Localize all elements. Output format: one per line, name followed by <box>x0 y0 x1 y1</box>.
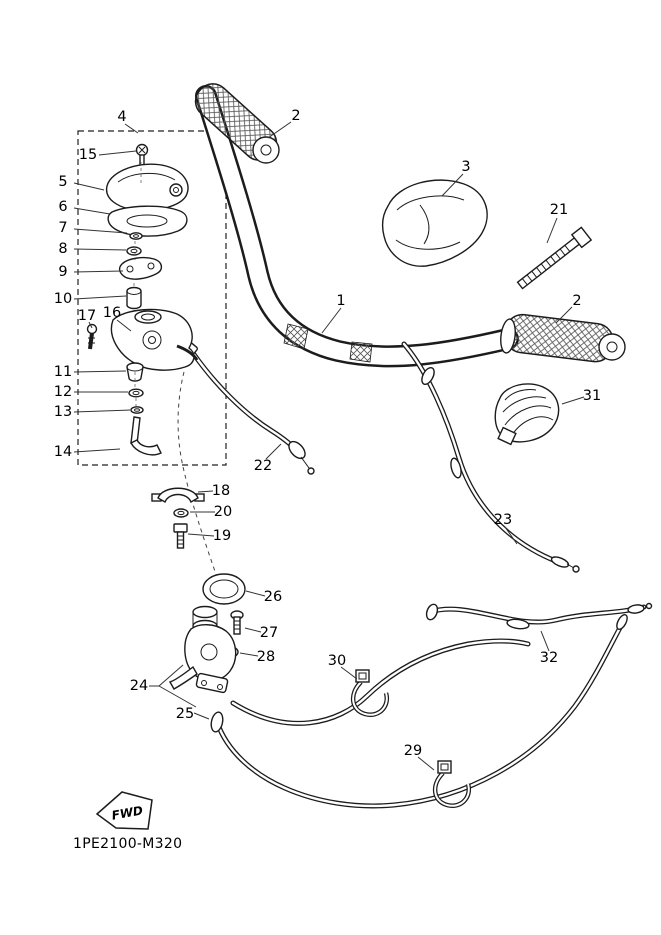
cable-23 <box>401 341 580 573</box>
part-label-28: 28 <box>256 649 276 665</box>
part-label-13: 13 <box>53 404 73 420</box>
part-label-15: 15 <box>78 147 98 163</box>
part-label-18: 18 <box>211 483 231 499</box>
cable-lower-short <box>230 638 531 726</box>
diagram-code: 1PE2100-M320 <box>73 836 183 852</box>
grip-right <box>500 313 626 363</box>
cable-end-25 <box>210 711 224 733</box>
leader-lines <box>73 121 585 771</box>
part-label-11: 11 <box>53 364 73 380</box>
clamp-30 <box>351 669 390 718</box>
part-label-4: 4 <box>117 109 127 125</box>
part-label-26: 26 <box>263 589 283 605</box>
fwd-arrow-icon: FWD <box>95 791 153 830</box>
cap-26 <box>202 573 246 605</box>
part-label-8: 8 <box>58 241 68 257</box>
grip-left <box>194 83 280 164</box>
assembly-dash-line <box>177 371 219 581</box>
cable-lower-long <box>214 613 628 809</box>
part-label-20: 20 <box>213 504 233 520</box>
bolt-27 <box>230 610 244 635</box>
handlebar <box>195 85 519 368</box>
part-label-19: 19 <box>212 528 232 544</box>
part-label-27: 27 <box>259 625 279 641</box>
part-label-31: 31 <box>582 388 602 404</box>
part-label-16: 16 <box>102 305 122 321</box>
fwd-label: FWD <box>111 803 144 822</box>
part-label-7: 7 <box>58 220 68 236</box>
part-label-25: 25 <box>175 706 195 722</box>
part-label-12: 12 <box>53 384 73 400</box>
cable-tie <box>516 226 593 290</box>
cable-32 <box>425 602 653 630</box>
part-label-32: 32 <box>539 650 559 666</box>
group-box-4 <box>77 130 227 466</box>
lever-assembly-24 <box>168 605 237 733</box>
dust-boot <box>494 383 560 446</box>
part-label-2-top: 2 <box>291 108 301 124</box>
part-label-9: 9 <box>58 264 68 280</box>
part-label-1: 1 <box>336 293 346 309</box>
part-label-17: 17 <box>77 308 97 324</box>
part-label-14: 14 <box>53 444 73 460</box>
part-label-2-right: 2 <box>572 293 582 309</box>
part-label-10: 10 <box>53 291 73 307</box>
part-label-6: 6 <box>58 199 68 215</box>
part-label-30: 30 <box>327 653 347 669</box>
cable-22 <box>179 340 315 475</box>
part-label-24: 24 <box>129 678 149 694</box>
part-label-5: 5 <box>58 174 68 190</box>
throttle-housing-group <box>86 143 199 456</box>
part-label-21: 21 <box>549 202 569 218</box>
part-label-22: 22 <box>253 458 273 474</box>
part-label-3: 3 <box>461 159 471 175</box>
handlebar-cover <box>381 179 488 267</box>
part-label-23: 23 <box>493 512 513 528</box>
bar-clamp-group <box>151 487 205 549</box>
clamp-29 <box>433 760 472 809</box>
part-label-29: 29 <box>403 743 423 759</box>
